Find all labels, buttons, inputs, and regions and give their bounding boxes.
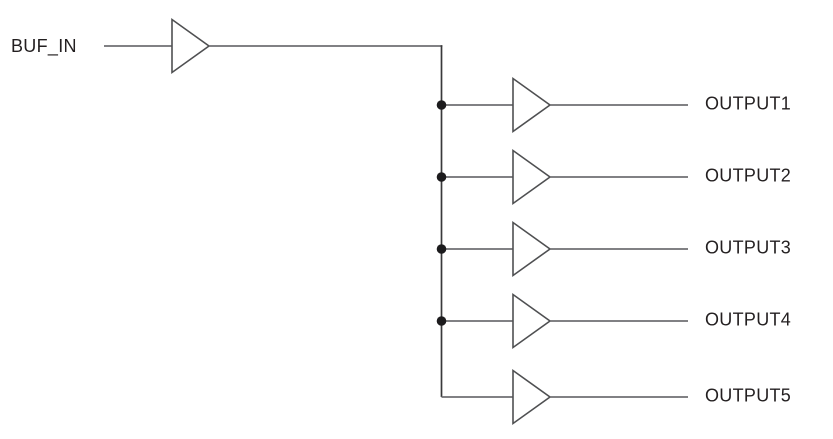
output-net-label: OUTPUT5 xyxy=(705,386,791,406)
junction-dot xyxy=(436,316,447,326)
input-net-label: BUF_IN xyxy=(11,36,77,57)
junction-dot xyxy=(436,244,447,254)
output-net-label: OUTPUT2 xyxy=(705,166,791,186)
output-buffer-icon xyxy=(512,220,552,278)
junction-dot xyxy=(436,172,447,182)
output-row: OUTPUT2 xyxy=(436,148,791,206)
junction-dot xyxy=(436,100,447,110)
output-net-label: OUTPUT3 xyxy=(705,238,791,258)
output-buffer-icon xyxy=(512,76,552,134)
output-net-label: OUTPUT4 xyxy=(705,310,791,330)
output-row: OUTPUT5 xyxy=(441,368,791,426)
output-buffer-icon xyxy=(512,148,552,206)
output-row: OUTPUT1 xyxy=(436,76,791,134)
output-row: OUTPUT4 xyxy=(436,292,791,350)
output-buffer-icon xyxy=(512,292,552,350)
output-net-label: OUTPUT1 xyxy=(705,94,791,114)
output-buffer-icon xyxy=(512,368,552,426)
output-row: OUTPUT3 xyxy=(436,220,791,278)
input-buffer-icon xyxy=(171,17,211,75)
